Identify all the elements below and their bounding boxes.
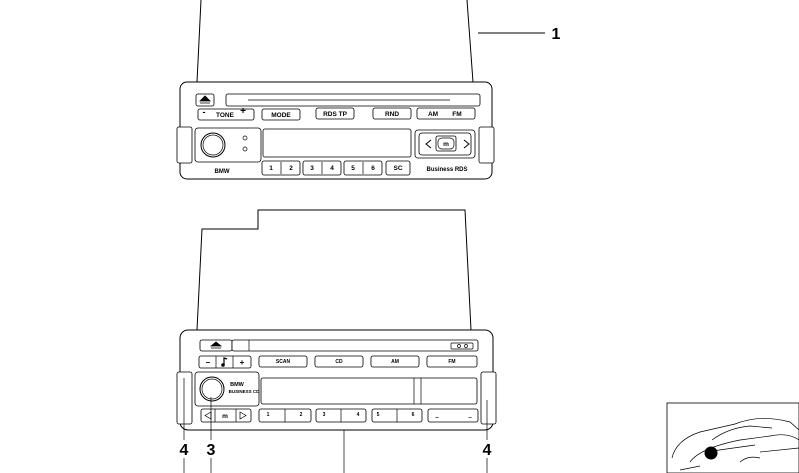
bottom-seek-dash-2: – [468, 414, 472, 421]
top-brand: BMW [215, 169, 230, 175]
top-preset-6: 6 [371, 165, 375, 172]
bottom-preset-4: 4 [357, 412, 360, 418]
top-presets: 1 2 3 4 5 6 SC [261, 160, 411, 176]
top-eject-icon [199, 95, 211, 104]
top-left-arrow-icon [425, 139, 432, 149]
car-locator-thumbnail [666, 402, 799, 473]
top-select-button [435, 135, 457, 152]
top-rds-tp-button [315, 107, 355, 120]
bottom-cd-button [314, 355, 364, 368]
bottom-minus-label: – [206, 358, 211, 367]
top-knob-panel [194, 127, 262, 163]
top-sc-button [385, 160, 411, 176]
top-tone-group [197, 108, 255, 121]
top-right-clip [478, 126, 495, 164]
bottom-preset-1: 1 [267, 412, 270, 418]
top-am-fm-button [416, 107, 476, 120]
bottom-scan-label: SCAN [276, 359, 291, 365]
callout-3: 3 [207, 442, 216, 459]
top-select-label: m [443, 141, 449, 148]
bottom-left-clip [176, 371, 193, 425]
top-plus-label: + [240, 106, 246, 117]
top-indicator-2 [242, 146, 248, 152]
top-left-clip [176, 126, 193, 164]
bottom-preset-6: 6 [412, 412, 415, 418]
callout-4-right: 4 [483, 442, 492, 459]
top-model: Business RDS [426, 167, 467, 173]
bottom-seek-dash-1: – [435, 414, 439, 421]
bottom-select-label: m [222, 413, 228, 420]
top-sc-label: SC [393, 165, 402, 172]
top-preset-2: 2 [289, 165, 293, 172]
bottom-right-clip [480, 371, 497, 425]
bottom-model: BUSINESS CD [229, 389, 261, 394]
top-indicator-1 [242, 135, 248, 141]
bottom-seek-button [427, 408, 479, 423]
top-preset-4: 4 [330, 165, 334, 172]
top-fm-label: FM [452, 111, 461, 118]
top-mode-label: MODE [271, 112, 291, 119]
top-right-arrow-icon [463, 139, 470, 149]
bottom-fm-button [426, 355, 478, 368]
top-mode-button [261, 108, 301, 121]
bottom-presets: 1 2 3 4 5 6 – – [258, 408, 479, 423]
bottom-volume-knob [199, 376, 225, 402]
bottom-am-label: AM [391, 359, 399, 365]
location-dot [704, 446, 718, 460]
top-volume-knob [200, 132, 226, 158]
top-minus-label: - [203, 107, 206, 117]
bottom-arrow-panel [200, 408, 252, 423]
radio-business-cd: – + SCAN CD AM FM BMW BUSINESS CD m [176, 209, 497, 431]
top-housing [196, 0, 474, 83]
top-display [262, 128, 412, 158]
bottom-scan-button [258, 355, 308, 368]
bottom-am-button [370, 355, 420, 368]
bottom-plus-label: + [240, 358, 245, 367]
bottom-eject-icon [209, 341, 223, 349]
top-rnd-button [372, 107, 412, 120]
callout-4-left: 4 [180, 442, 189, 459]
bottom-display [260, 377, 478, 405]
top-am-label: AM [428, 111, 438, 118]
bottom-brand: BMW [230, 382, 245, 388]
top-preset-5: 5 [351, 165, 355, 172]
callout-1: 1 [552, 26, 561, 43]
bottom-housing [196, 209, 472, 331]
bottom-cd-slot [231, 339, 479, 352]
bottom-fm-label: FM [448, 359, 455, 365]
bottom-preset-5: 5 [377, 412, 380, 418]
bottom-preset-2: 2 [300, 412, 303, 418]
top-preset-1: 1 [269, 165, 273, 172]
car-outline [671, 418, 799, 471]
top-preset-3: 3 [310, 165, 314, 172]
bottom-cd-label: CD [335, 359, 343, 365]
radio-business-rds: - TONE + MODE RDS TP RND AM FM m BMW Bus [176, 0, 495, 180]
bottom-preset-3: 3 [323, 412, 326, 418]
top-rnd-label: RND [385, 111, 399, 118]
bottom-right-arrow-icon [239, 411, 247, 420]
music-note-icon [223, 357, 228, 365]
top-tone-label: TONE [216, 112, 235, 119]
bottom-volume-group [198, 355, 252, 369]
top-rds-tp-label: RDS TP [323, 111, 348, 118]
